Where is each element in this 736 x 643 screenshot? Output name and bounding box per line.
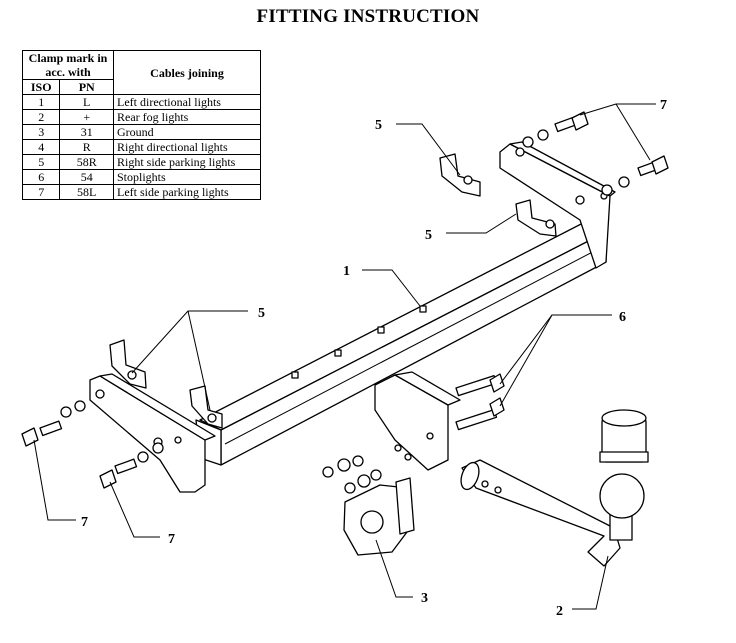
table-subheader-row: ISO PN bbox=[21, 79, 261, 95]
bolt-left-upper bbox=[21, 400, 86, 447]
cell-cable: Left side parking lights bbox=[113, 184, 261, 200]
table-row: 2+Rear fog lights bbox=[21, 109, 261, 125]
ball-bar bbox=[460, 409, 649, 567]
left-side-plate bbox=[89, 373, 216, 493]
callout-7-top: 7 bbox=[660, 98, 667, 113]
page-title: FITTING INSTRUCTION bbox=[256, 6, 480, 27]
nuts-washers bbox=[322, 455, 382, 494]
callout-5-left: 5 bbox=[258, 306, 265, 321]
cell-cable: Rear fog lights bbox=[113, 109, 261, 125]
callout-7-bottom: 7 bbox=[168, 532, 175, 547]
callout-7-left: 7 bbox=[81, 515, 88, 530]
mount-bolts bbox=[21, 111, 669, 489]
header-clamp-mark: Clamp mark in acc. with bbox=[22, 50, 114, 80]
callout-5-top: 5 bbox=[375, 118, 382, 133]
bolt-right-lower bbox=[601, 155, 669, 196]
header-pn: PN bbox=[59, 79, 114, 95]
callout-5-middle: 5 bbox=[425, 228, 432, 243]
leader-lines bbox=[33, 103, 656, 610]
bolt-set bbox=[455, 373, 505, 431]
cell-iso: 7 bbox=[21, 184, 61, 200]
callout-1: 1 bbox=[343, 264, 350, 279]
clamp-brackets bbox=[109, 153, 557, 429]
bolt-right-upper bbox=[522, 111, 589, 148]
cell-cable: Right directional lights bbox=[113, 139, 261, 155]
socket-plate bbox=[343, 477, 415, 556]
cell-iso: 4 bbox=[21, 139, 61, 155]
callout-2: 2 bbox=[556, 604, 563, 619]
clamp-table: Clamp mark in acc. with Cables joining I… bbox=[21, 50, 261, 200]
callout-6: 6 bbox=[619, 310, 626, 325]
callout-3: 3 bbox=[421, 591, 428, 606]
cell-cable: Right side parking lights bbox=[113, 154, 261, 170]
cell-pn: 58R bbox=[59, 154, 114, 170]
center-bracket bbox=[374, 371, 461, 471]
bolt-left-lower bbox=[99, 442, 164, 489]
